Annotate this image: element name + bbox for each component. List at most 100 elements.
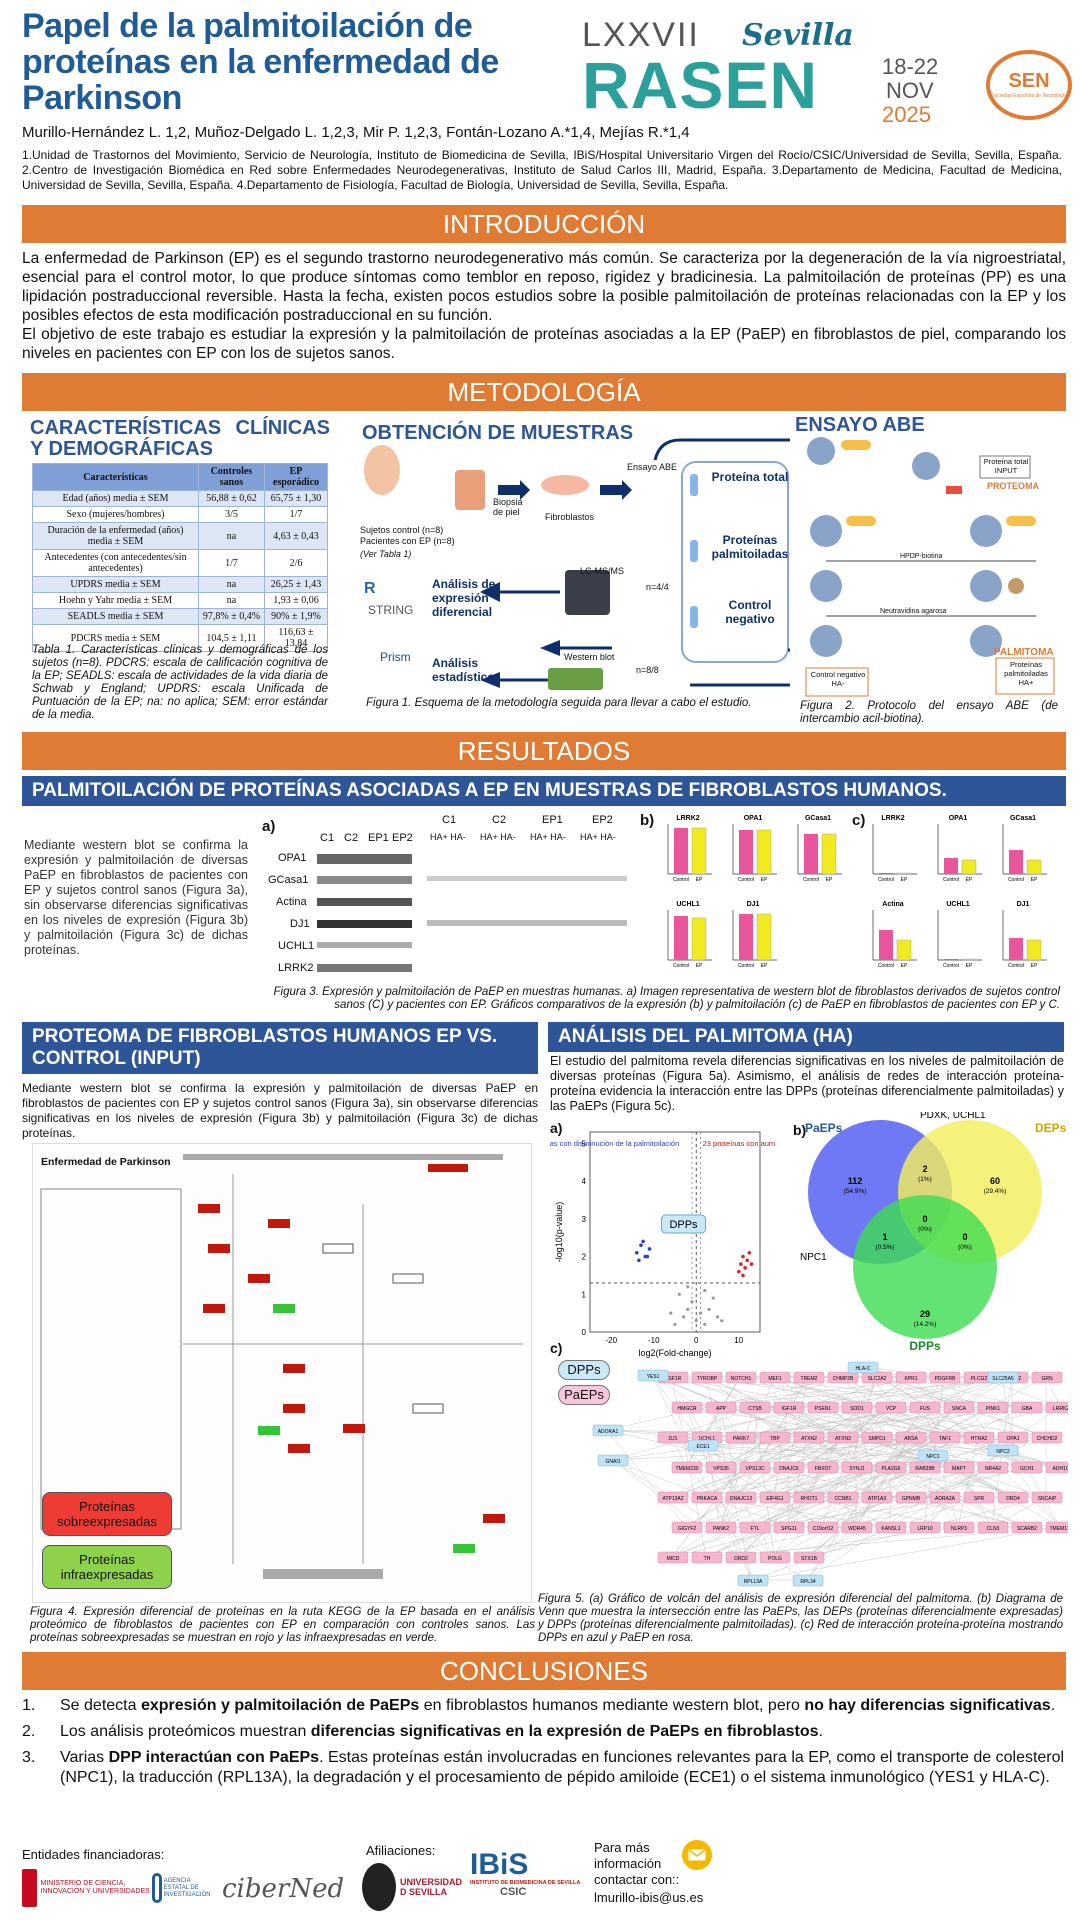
- ver-tabla: (Ver Tabla 1): [360, 549, 412, 559]
- network-node: [943, 1461, 975, 1474]
- kegg-node-up: [288, 1444, 310, 1453]
- network-edge: [807, 1466, 925, 1558]
- network-node-label: FBXO7: [815, 1466, 832, 1472]
- bar-control: [739, 830, 753, 874]
- contact-text: Para más información contactar con::: [594, 1840, 680, 1887]
- kegg-node-up: [483, 1514, 505, 1523]
- protein-icon: [810, 625, 842, 657]
- bar-chart-title: GCasa1: [805, 815, 831, 822]
- network-node-label: KANSL1: [881, 1526, 900, 1532]
- network-node: [1011, 1461, 1043, 1474]
- volcano-down-label: 7 proteínas con disminución de la palmit…: [550, 1139, 679, 1148]
- arrow-right: [600, 480, 632, 500]
- network-node: [977, 1461, 1009, 1474]
- table-cell: 1/7: [263, 506, 329, 523]
- abe-hpdp-label: HPDP-biotina: [900, 553, 943, 560]
- network-node-label: POLG: [768, 1556, 782, 1562]
- text-part: . Estas proteínas están involucradas en …: [60, 1749, 1065, 1786]
- network-node: [977, 1521, 1009, 1534]
- palmitoilacion-bar: PALMITOILACIÓN DE PROTEÍNAS ASOCIADAS A …: [22, 776, 1066, 806]
- network-node-label: C19orf12: [813, 1526, 834, 1532]
- table-cell: na: [197, 522, 265, 550]
- fig4-caption: Figura 4. Expresión diferencial de prote…: [30, 1606, 535, 1644]
- nem-tag: [946, 486, 962, 494]
- network-edge: [943, 1449, 1003, 1498]
- venn-percent: (54.9%): [844, 1188, 867, 1195]
- network-node: [875, 1521, 907, 1534]
- volcano-point-up: [747, 1250, 752, 1255]
- network-edge: [719, 1406, 741, 1498]
- venn-count: 60: [990, 1176, 1000, 1186]
- bar-control: [1009, 850, 1023, 874]
- network-edge: [753, 1406, 775, 1558]
- palmitate-label-icon: [846, 516, 876, 526]
- ensayo-abe-label: Ensayo ABE: [627, 462, 678, 472]
- kegg-node-up: [283, 1364, 305, 1373]
- volcano-point-up: [741, 1254, 745, 1259]
- network-node: [909, 1461, 941, 1474]
- network-node: [759, 1491, 791, 1504]
- arrow-left: [480, 672, 500, 688]
- network-edge: [753, 1436, 945, 1528]
- contact-email: lmurillo-ibis@us.es: [594, 1890, 704, 1905]
- network-node: [773, 1521, 805, 1534]
- network-node-label: ATP1A3: [868, 1496, 886, 1502]
- network-node: [739, 1461, 771, 1474]
- network-node: [841, 1521, 873, 1534]
- network-node-label: RPL34: [800, 1579, 816, 1585]
- intro-text: La enfermedad de Parkinson (EP) es el se…: [22, 249, 1066, 363]
- network-node: [691, 1371, 723, 1384]
- panel-b-label: b): [640, 812, 655, 829]
- wb-band: [317, 942, 412, 948]
- volcano-point-ns: [720, 1319, 724, 1323]
- table-cell: UPDRS media ± SEM: [32, 576, 199, 593]
- network-node: [861, 1491, 893, 1504]
- network-node: [725, 1551, 757, 1564]
- ibis-logo: IBiS INSTITUTO DE BIOMEDICINA DE SEVILLA…: [470, 1850, 590, 1914]
- wb-ha-label: HA+ HA-: [430, 832, 466, 842]
- table1-caption: Tabla 1. Características clínicas y demo…: [32, 644, 328, 721]
- abe-proteoma-label: PROTEOMA: [987, 481, 1040, 491]
- wb-row-label: LRRK2: [278, 962, 314, 974]
- wb-row-label: Actina: [276, 896, 307, 908]
- network-node-label: TAF1: [939, 1436, 951, 1442]
- network-node-label: NPC1: [926, 1454, 940, 1460]
- volcano-up-label: 23 proteínas con aumento de la palmitoil…: [703, 1139, 775, 1148]
- network-node-label: PRKACA: [697, 1496, 718, 1502]
- network-node-label: VPS13C: [745, 1466, 765, 1472]
- bar-control: [879, 930, 893, 960]
- table-header: EP esporádico: [263, 463, 329, 491]
- kegg-node-up: [248, 1274, 270, 1283]
- kegg-node: [412, 1403, 444, 1414]
- network-edge: [991, 1449, 1003, 1528]
- net-legend-dpps: DPPs: [558, 1360, 610, 1380]
- network-edge: [787, 1376, 809, 1468]
- network-node-label: FTL: [751, 1526, 760, 1532]
- volcano-ylabel: -log10(p-value): [554, 1202, 564, 1263]
- network-node-label: GIGYF2: [678, 1526, 697, 1532]
- palmitate-label-icon: [841, 440, 871, 450]
- intro-heading: INTRODUCCIÓN: [22, 205, 1066, 243]
- network-node-label: GNAI1: [605, 1459, 620, 1465]
- bar-xlabel: Control: [943, 963, 959, 969]
- network-node-label: NPC2: [996, 1449, 1010, 1455]
- palm-box: [995, 657, 1055, 695]
- us-logo: UNIVERSIDAD D SEVILLA: [362, 1860, 466, 1914]
- authors: Murillo-Hernández L. 1,2, Muñoz-Delgado …: [22, 124, 690, 141]
- us-text: UNIVERSIDAD D SEVILLA: [400, 1877, 463, 1897]
- network-node-label: SPG11: [781, 1526, 797, 1532]
- table-cell: 4,63 ± 0,43: [263, 522, 329, 550]
- bar-ep: [756, 913, 772, 961]
- text-bold: diferencias significativas en la expresi…: [310, 1723, 819, 1740]
- ibis-text: IBiS: [470, 1848, 529, 1881]
- bar-control: [1009, 938, 1023, 960]
- intro-paragraph-1: La enfermedad de Parkinson (EP) es el se…: [22, 250, 1066, 324]
- kegg-box: [40, 1188, 182, 1530]
- network-node: [705, 1461, 737, 1474]
- bar-xlabel: Control: [673, 877, 689, 883]
- network-edge: [705, 1436, 721, 1528]
- network-node: [841, 1461, 873, 1474]
- table-cell: Edad (años) media ± SEM: [32, 490, 199, 507]
- csic-text: CSIC: [500, 1886, 527, 1898]
